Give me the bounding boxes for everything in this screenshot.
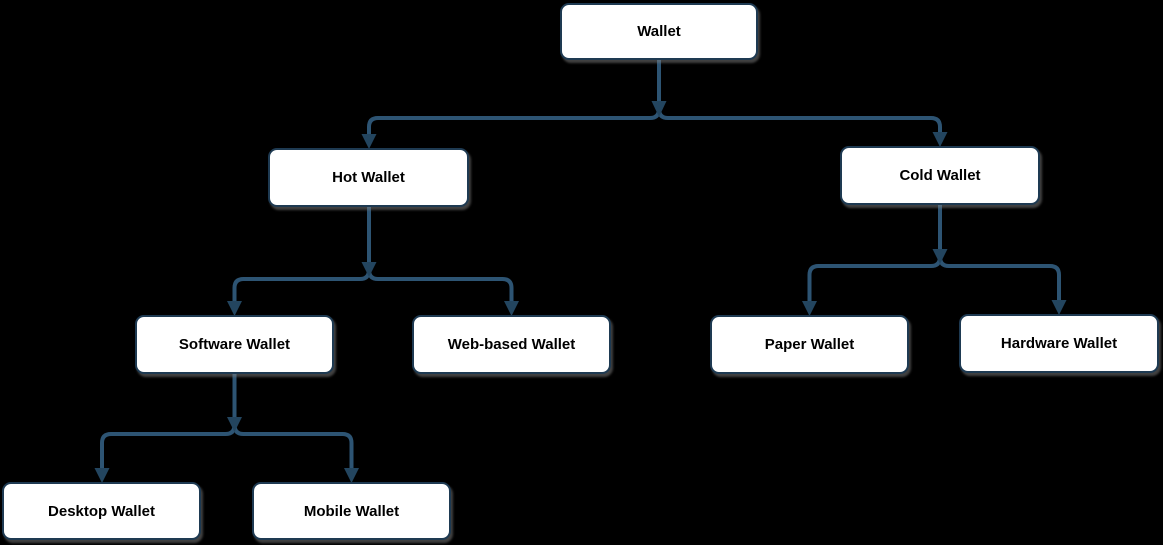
mid-arrowhead-wallet-junction <box>651 101 667 117</box>
arrowhead-into-desktop-wallet <box>94 468 110 483</box>
node-paper-wallet: Paper Wallet <box>710 315 909 374</box>
node-cold-wallet: Cold Wallet <box>840 146 1040 205</box>
node-hot-wallet: Hot Wallet <box>268 148 469 207</box>
node-desktop-wallet: Desktop Wallet <box>2 482 201 540</box>
node-web-based-wallet-label: Web-based Wallet <box>447 336 576 353</box>
edge-hot-wallet-to-software-wallet <box>232 206 371 311</box>
mid-arrowhead-cold-wallet-junction <box>932 249 948 264</box>
node-desktop-wallet-label: Desktop Wallet <box>48 502 155 520</box>
edge-cold-wallet-to-paper-wallet <box>807 204 942 311</box>
edge-software-wallet-to-desktop-wallet <box>100 373 237 478</box>
arrowhead-into-mobile-wallet <box>344 468 359 483</box>
node-hardware-wallet-label: Hardware Wallet <box>1000 335 1118 352</box>
node-mobile-wallet: Mobile Wallet <box>252 482 451 540</box>
node-cold-wallet-label: Cold Wallet <box>899 167 981 184</box>
arrowhead-into-cold-wallet <box>932 132 948 147</box>
node-software-wallet-label: Software Wallet <box>178 336 291 353</box>
node-wallet: Wallet <box>560 3 758 60</box>
node-web-based-wallet: Web-based Wallet <box>412 315 611 374</box>
arrowhead-into-paper-wallet <box>802 301 817 316</box>
node-software-wallet: Software Wallet <box>135 315 334 374</box>
edge-wallet-to-cold-wallet <box>657 59 942 142</box>
node-mobile-wallet-label: Mobile Wallet <box>303 502 400 520</box>
edge-software-wallet-to-mobile-wallet <box>232 373 354 478</box>
arrowhead-into-hot-wallet <box>361 134 377 149</box>
arrowhead-into-web-based-wallet <box>504 301 519 316</box>
node-hot-wallet-label: Hot Wallet <box>332 169 405 186</box>
edge-hot-wallet-to-web-based-wallet <box>367 206 514 311</box>
arrowhead-into-software-wallet <box>227 301 242 316</box>
edge-cold-wallet-to-hardware-wallet <box>938 204 1061 310</box>
node-wallet-label: Wallet <box>637 23 681 40</box>
mid-arrowhead-software-wallet-junction <box>227 417 242 432</box>
edge-wallet-to-hot-wallet <box>367 59 661 144</box>
arrowhead-into-hardware-wallet <box>1051 300 1067 315</box>
node-hardware-wallet: Hardware Wallet <box>959 314 1159 373</box>
mid-arrowhead-hot-wallet-junction <box>361 262 377 277</box>
node-paper-wallet-label: Paper Wallet <box>764 336 855 353</box>
